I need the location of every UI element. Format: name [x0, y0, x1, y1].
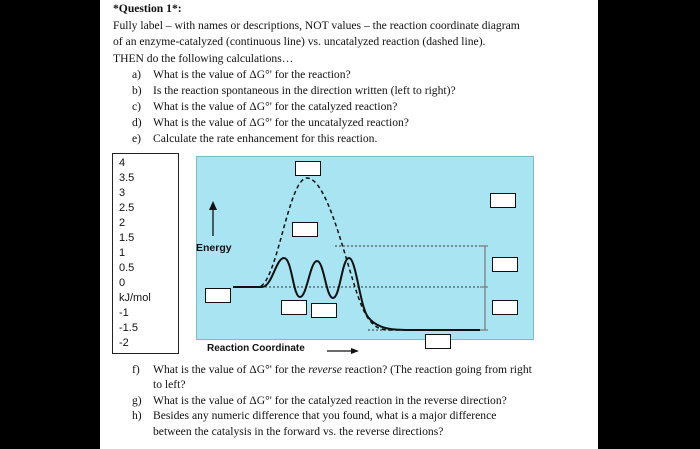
question-title: *Question 1*: — [113, 2, 182, 15]
item-g-text: What is the value of ΔG°' for the cataly… — [153, 394, 507, 407]
scale-value-4: 4 — [119, 157, 126, 169]
item-f-text-start: What is the value of ΔG°' for the — [153, 363, 309, 376]
item-g-marker: g) — [132, 394, 142, 407]
uncatalyzed-curve — [233, 177, 480, 331]
instruction-line-3: THEN do the following calculations… — [113, 52, 294, 65]
item-b-marker: b) — [132, 84, 142, 97]
label-box-intermediate-left[interactable] — [281, 300, 307, 315]
item-f-line-2: to left? — [153, 378, 186, 391]
scale-value-1: 1 — [119, 247, 126, 259]
scale-value-3: 3 — [119, 187, 126, 199]
scale-value-2: 2 — [119, 217, 126, 229]
item-f-italic-word: reverse — [308, 363, 342, 376]
scale-value-neg-1: -1 — [119, 307, 129, 319]
scale-value-neg-2: -2 — [119, 337, 129, 349]
label-box-delta-upper[interactable] — [492, 257, 518, 272]
scale-value-0-5: 0.5 — [119, 262, 135, 274]
instruction-line-2: of an enzyme-catalyzed (continuous line)… — [113, 35, 486, 48]
energy-axis-label: Energy — [196, 242, 232, 254]
label-box-delta-lower[interactable] — [492, 300, 518, 315]
label-box-reactants[interactable] — [205, 288, 231, 303]
label-box-upper-right[interactable] — [490, 193, 516, 208]
item-b-text: Is the reaction spontaneous in the direc… — [153, 84, 456, 97]
scale-unit: kJ/mol — [119, 292, 151, 304]
item-e-text: Calculate the rate enhancement for this … — [153, 132, 378, 145]
item-f-text-end: reaction? (The reaction going from right — [341, 363, 532, 376]
item-a-marker: a) — [132, 68, 142, 81]
energy-arrow-head — [209, 201, 217, 210]
reaction-coordinate-arrow-head — [351, 348, 359, 354]
label-box-transition-state-catalyzed[interactable] — [292, 222, 318, 237]
item-a-text: What is the value of ΔG°' for the reacti… — [153, 68, 351, 81]
item-c-text: What is the value of ΔG°' for the cataly… — [153, 100, 398, 113]
item-f-marker: f) — [132, 363, 140, 376]
scale-value-2-5: 2.5 — [119, 202, 135, 214]
reaction-coordinate-label: Reaction Coordinate — [207, 343, 305, 354]
label-box-transition-state-uncatalyzed[interactable] — [295, 161, 321, 176]
item-h-line-1: Besides any numeric difference that you … — [153, 409, 497, 422]
scale-value-3-5: 3.5 — [119, 172, 135, 184]
scale-value-neg-1-5: -1.5 — [119, 322, 138, 334]
label-box-intermediate-right[interactable] — [311, 303, 337, 318]
catalyzed-curve — [233, 256, 480, 331]
instruction-line-1: Fully label – with names or descriptions… — [113, 19, 520, 32]
scale-value-1-5: 1.5 — [119, 232, 135, 244]
item-h-marker: h) — [132, 409, 142, 422]
item-e-marker: e) — [132, 132, 142, 145]
label-box-products[interactable] — [425, 334, 451, 349]
item-d-marker: d) — [132, 116, 142, 129]
scale-value-0: 0 — [119, 277, 126, 289]
item-c-marker: c) — [132, 100, 142, 113]
item-d-text: What is the value of ΔG°' for the uncata… — [153, 116, 409, 129]
item-h-line-2: between the catalysis in the forward vs.… — [153, 425, 444, 438]
energy-scale-box: 4 3.5 3 2.5 2 1.5 1 0.5 0 kJ/mol -1 -1.5… — [112, 153, 179, 354]
item-f-text: What is the value of ΔG°' for the revers… — [153, 363, 532, 376]
